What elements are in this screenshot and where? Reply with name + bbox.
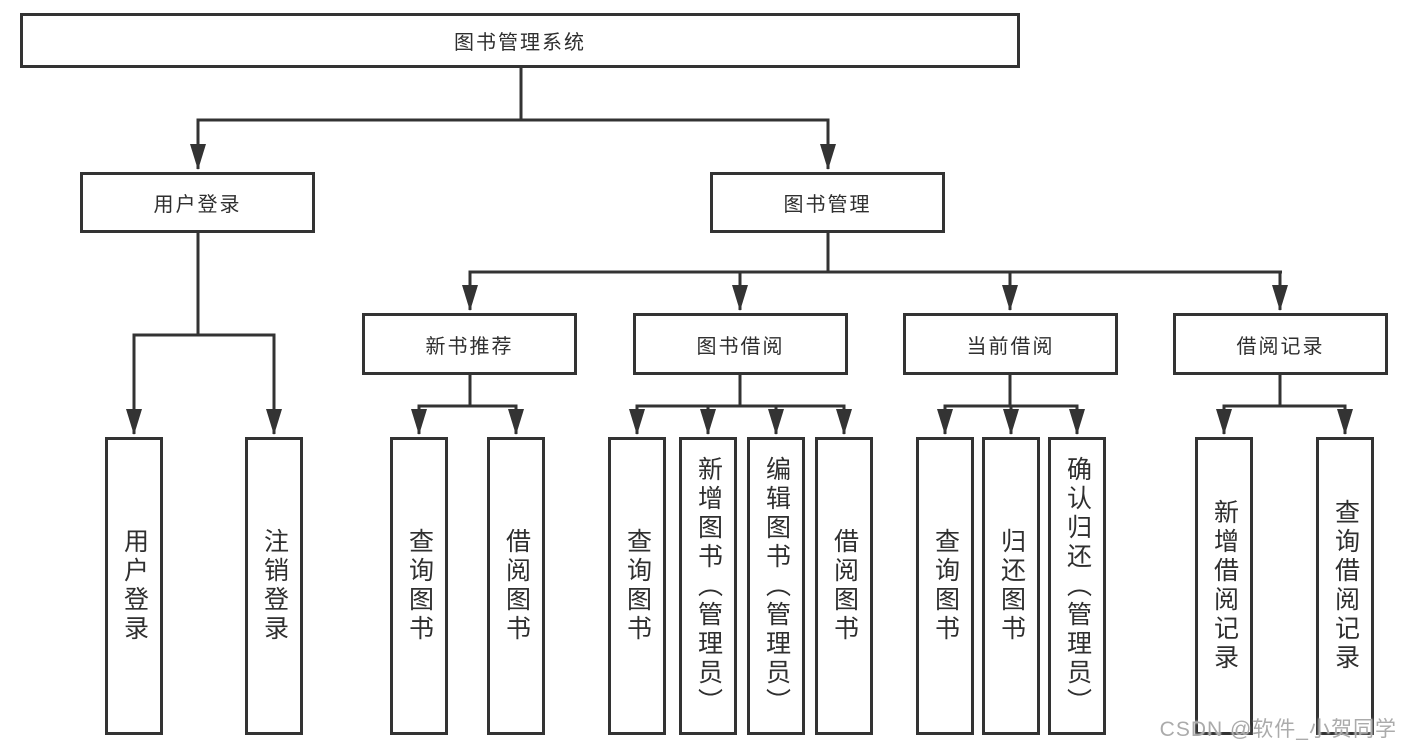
node-label: 图书借阅 — [696, 335, 785, 358]
node-leaf-return-books: 归还图书 — [982, 437, 1040, 735]
node-leaf-user-login: 用户登录 — [105, 437, 163, 735]
node-leaf-add-books-admin: 新增图书（管理员） — [679, 437, 737, 735]
node-leaf-borrow-books-2: 借阅图书 — [815, 437, 873, 735]
node-borrowing-records: 借阅记录 — [1173, 313, 1388, 375]
node-label: 当前借阅 — [966, 335, 1055, 358]
node-label: 借阅记录 — [1236, 335, 1325, 358]
node-leaf-query-books-3: 查询图书 — [916, 437, 974, 735]
csdn-watermark: CSDN @软件_小贺同学 — [1159, 718, 1397, 741]
node-leaf-edit-books-admin: 编辑图书（管理员） — [747, 437, 805, 735]
node-leaf-logout: 注销登录 — [245, 437, 303, 735]
edge-user-login-to-leaves — [126, 233, 282, 435]
edge-root-to-level2 — [190, 68, 836, 170]
node-label: 图书管理系统 — [454, 32, 586, 54]
edge-borrow-record-to-leaves — [1216, 375, 1353, 435]
node-leaf-query-books-1: 查询图书 — [390, 437, 448, 735]
edge-book-borrow-to-leaves — [629, 375, 852, 435]
node-label: 新书推荐 — [425, 335, 514, 358]
edge-book-mgmt-to-level3 — [462, 233, 1288, 311]
edge-new-book-rec-to-leaves — [411, 375, 524, 435]
node-book-management: 图书管理 — [710, 172, 945, 233]
node-leaf-query-books-2: 查询图书 — [608, 437, 666, 735]
node-leaf-add-borrow-record: 新增借阅记录 — [1195, 437, 1253, 735]
node-leaf-confirm-return-admin: 确认归还（管理员） — [1048, 437, 1106, 735]
node-book-borrowing: 图书借阅 — [633, 313, 848, 375]
node-leaf-borrow-books-1: 借阅图书 — [487, 437, 545, 735]
node-new-book-recommend: 新书推荐 — [362, 313, 577, 375]
node-library-management-system: 图书管理系统 — [20, 13, 1020, 68]
edge-current-borrow-to-leaves — [937, 375, 1085, 435]
node-label: 用户登录 — [153, 194, 242, 216]
node-leaf-query-borrow-record: 查询借阅记录 — [1316, 437, 1374, 735]
node-current-borrowing: 当前借阅 — [903, 313, 1118, 375]
node-user-login: 用户登录 — [80, 172, 315, 233]
node-label: 图书管理 — [783, 194, 872, 216]
